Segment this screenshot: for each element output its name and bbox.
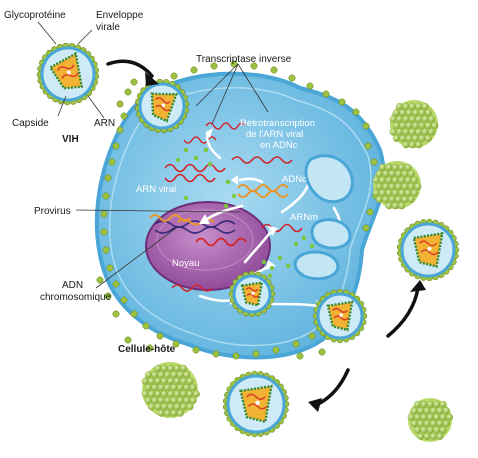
vesicle-right — [293, 154, 354, 281]
released-virion-bottom — [222, 370, 290, 438]
cdna-strands — [149, 184, 289, 222]
label-arn: ARN — [94, 118, 115, 129]
label-enveloppe-2: virale — [96, 22, 120, 33]
label-capside: Capside — [12, 118, 49, 129]
surface-glycoproteins — [96, 60, 382, 360]
label-adnc: ADNc — [282, 174, 307, 185]
label-enveloppe-1: Enveloppe — [96, 10, 144, 21]
label-retro-3: en ADNc — [260, 140, 298, 151]
budding-virion — [312, 288, 368, 344]
hiv-virion — [36, 42, 100, 106]
assembling-virion — [228, 270, 276, 318]
mature-virion-2 — [372, 161, 422, 210]
label-transcriptase: Transcriptase inverse — [196, 54, 292, 65]
viral-proteins — [175, 147, 315, 279]
cycle-arrows — [106, 59, 420, 406]
mature-virion-3 — [141, 362, 200, 418]
label-glycoproteine: Glycoprotéine — [4, 10, 66, 21]
label-noyau: Noyau — [172, 258, 199, 269]
label-retro-2: de l'ARN viral — [246, 129, 303, 140]
label-arnm: ARNm — [290, 212, 318, 223]
released-virion-right — [396, 218, 460, 282]
label-retro-1: Rétrotranscription — [240, 118, 315, 129]
nucleus — [145, 201, 271, 291]
label-adn-2: chromosomique — [40, 292, 112, 303]
viral-rna-strands — [164, 122, 303, 292]
mature-virion-1 — [389, 100, 439, 149]
label-adn-1: ADN — [62, 280, 83, 291]
label-cellule-hote: Cellule-hôte — [118, 344, 176, 355]
mature-virion-4 — [407, 398, 454, 442]
label-provirus: Provirus — [34, 206, 71, 217]
leader-lines — [37, 21, 269, 289]
cycle-arrowheads — [145, 72, 426, 412]
label-vih: VIH — [62, 134, 79, 145]
label-arn-viral: ARN viral — [136, 184, 176, 195]
